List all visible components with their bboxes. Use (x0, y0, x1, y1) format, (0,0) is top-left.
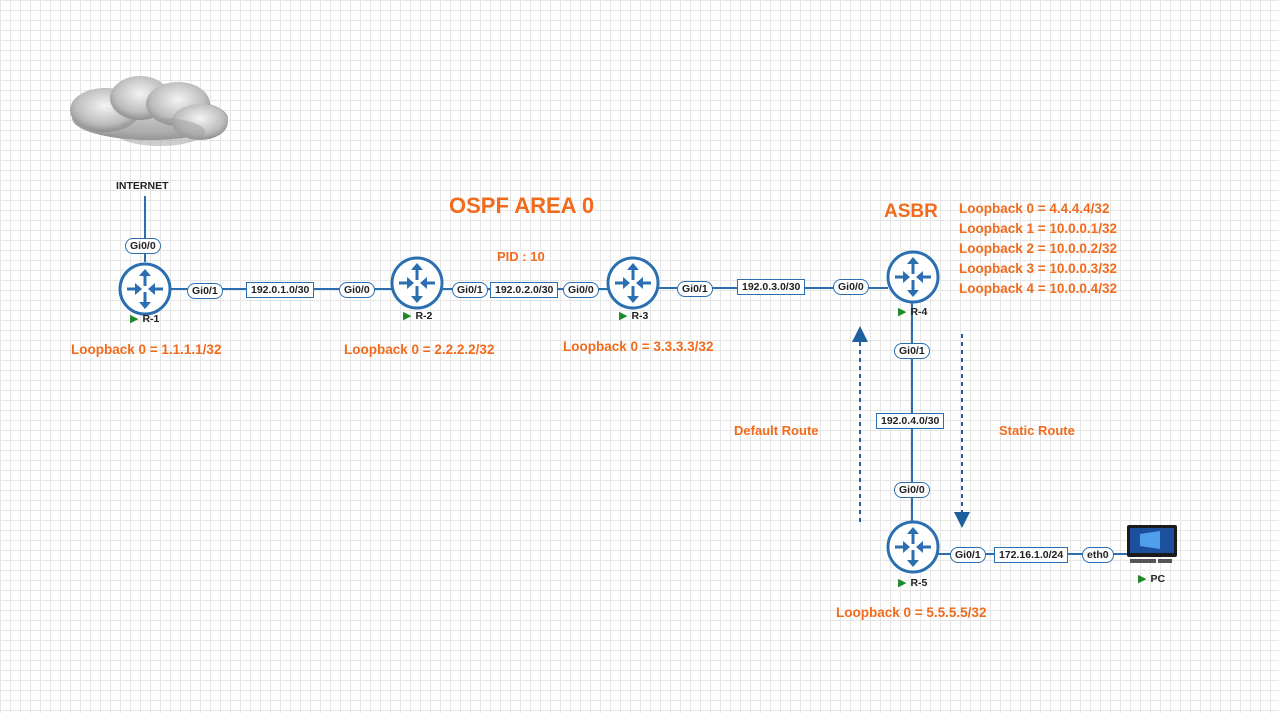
loopback-r1: Loopback 0 = 1.1.1.1/32 (71, 342, 222, 357)
play-icon: ▶ (130, 313, 139, 325)
network-label: 192.0.4.0/30 (876, 413, 945, 429)
router-icon[interactable] (886, 520, 940, 574)
router-icon[interactable] (886, 250, 940, 304)
default-route-label: Default Route (734, 423, 819, 438)
router-icon[interactable] (118, 262, 172, 316)
port-label: Gi0/1 (187, 283, 223, 299)
network-label: 192.0.2.0/30 (490, 282, 559, 298)
loopback-r4: Loopback 4 = 10.0.0.4/32 (959, 281, 1117, 296)
port-label: Gi0/0 (339, 282, 375, 298)
router-name-r1: ▶R-1 (130, 312, 159, 325)
network-label: 192.0.3.0/30 (737, 279, 806, 295)
network-label: 192.0.1.0/30 (246, 282, 315, 298)
router-icon[interactable] (606, 256, 660, 310)
router-icon[interactable] (390, 256, 444, 310)
router-name: R-1 (142, 313, 160, 325)
loopback-r4: Loopback 0 = 4.4.4.4/32 (959, 201, 1110, 216)
pc-name: ▶PC (1138, 572, 1165, 585)
diagram-title: OSPF AREA 0 (449, 193, 595, 218)
port-label: Gi0/1 (677, 281, 713, 297)
loopback-r4: Loopback 1 = 10.0.0.1/32 (959, 221, 1117, 236)
loopback-r2: Loopback 0 = 2.2.2.2/32 (344, 342, 495, 357)
play-icon: ▶ (1138, 573, 1147, 585)
router-name-r2: ▶R-2 (403, 309, 432, 322)
internet-label: INTERNET (116, 180, 169, 192)
port-label: Gi0/0 (894, 482, 930, 498)
port-label: eth0 (1082, 547, 1114, 563)
static-route-label: Static Route (999, 423, 1075, 438)
router-name: R-3 (631, 310, 649, 322)
router-name: R-5 (910, 577, 928, 589)
pc-label: PC (1150, 573, 1166, 585)
pc-icon (1127, 525, 1177, 563)
play-icon: ▶ (619, 310, 628, 322)
router-name: R-2 (415, 310, 433, 322)
port-label: Gi0/0 (563, 282, 599, 298)
pid-label: PID : 10 (497, 249, 545, 264)
loopback-r5: Loopback 0 = 5.5.5.5/32 (836, 605, 987, 620)
port-label: Gi0/1 (950, 547, 986, 563)
router-name-r5: ▶R-5 (898, 576, 927, 589)
network-label: 172.16.1.0/24 (994, 547, 1069, 563)
loopback-r4: Loopback 2 = 10.0.0.2/32 (959, 241, 1117, 256)
play-icon: ▶ (898, 306, 907, 318)
play-icon: ▶ (898, 577, 907, 589)
port-label: Gi0/0 (833, 279, 869, 295)
play-icon: ▶ (403, 310, 412, 322)
cloud-icon (70, 76, 228, 146)
router-name: R-4 (910, 306, 928, 318)
port-label: Gi0/1 (452, 282, 488, 298)
router-name-r4: ▶R-4 (898, 305, 927, 318)
loopback-r4: Loopback 3 = 10.0.0.3/32 (959, 261, 1117, 276)
router-name-r3: ▶R-3 (619, 309, 648, 322)
asbr-label: ASBR (884, 201, 938, 222)
loopback-list-r4: Loopback 0 = 4.4.4.4/32 Loopback 1 = 10.… (959, 199, 1117, 299)
port-label: Gi0/0 (125, 238, 161, 254)
loopback-r3: Loopback 0 = 3.3.3.3/32 (563, 339, 714, 354)
port-label: Gi0/1 (894, 343, 930, 359)
